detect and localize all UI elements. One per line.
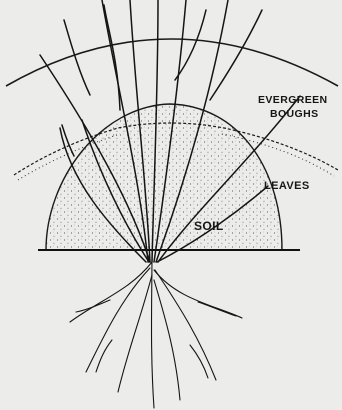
label-leaves: LEAVES	[264, 180, 310, 192]
label-soil: SOIL	[194, 219, 224, 233]
rose-roots	[70, 250, 242, 408]
label-boughs: BOUGHS	[270, 108, 319, 120]
label-evergreen: EVERGREEN	[258, 94, 328, 106]
soil-mound	[46, 104, 282, 250]
